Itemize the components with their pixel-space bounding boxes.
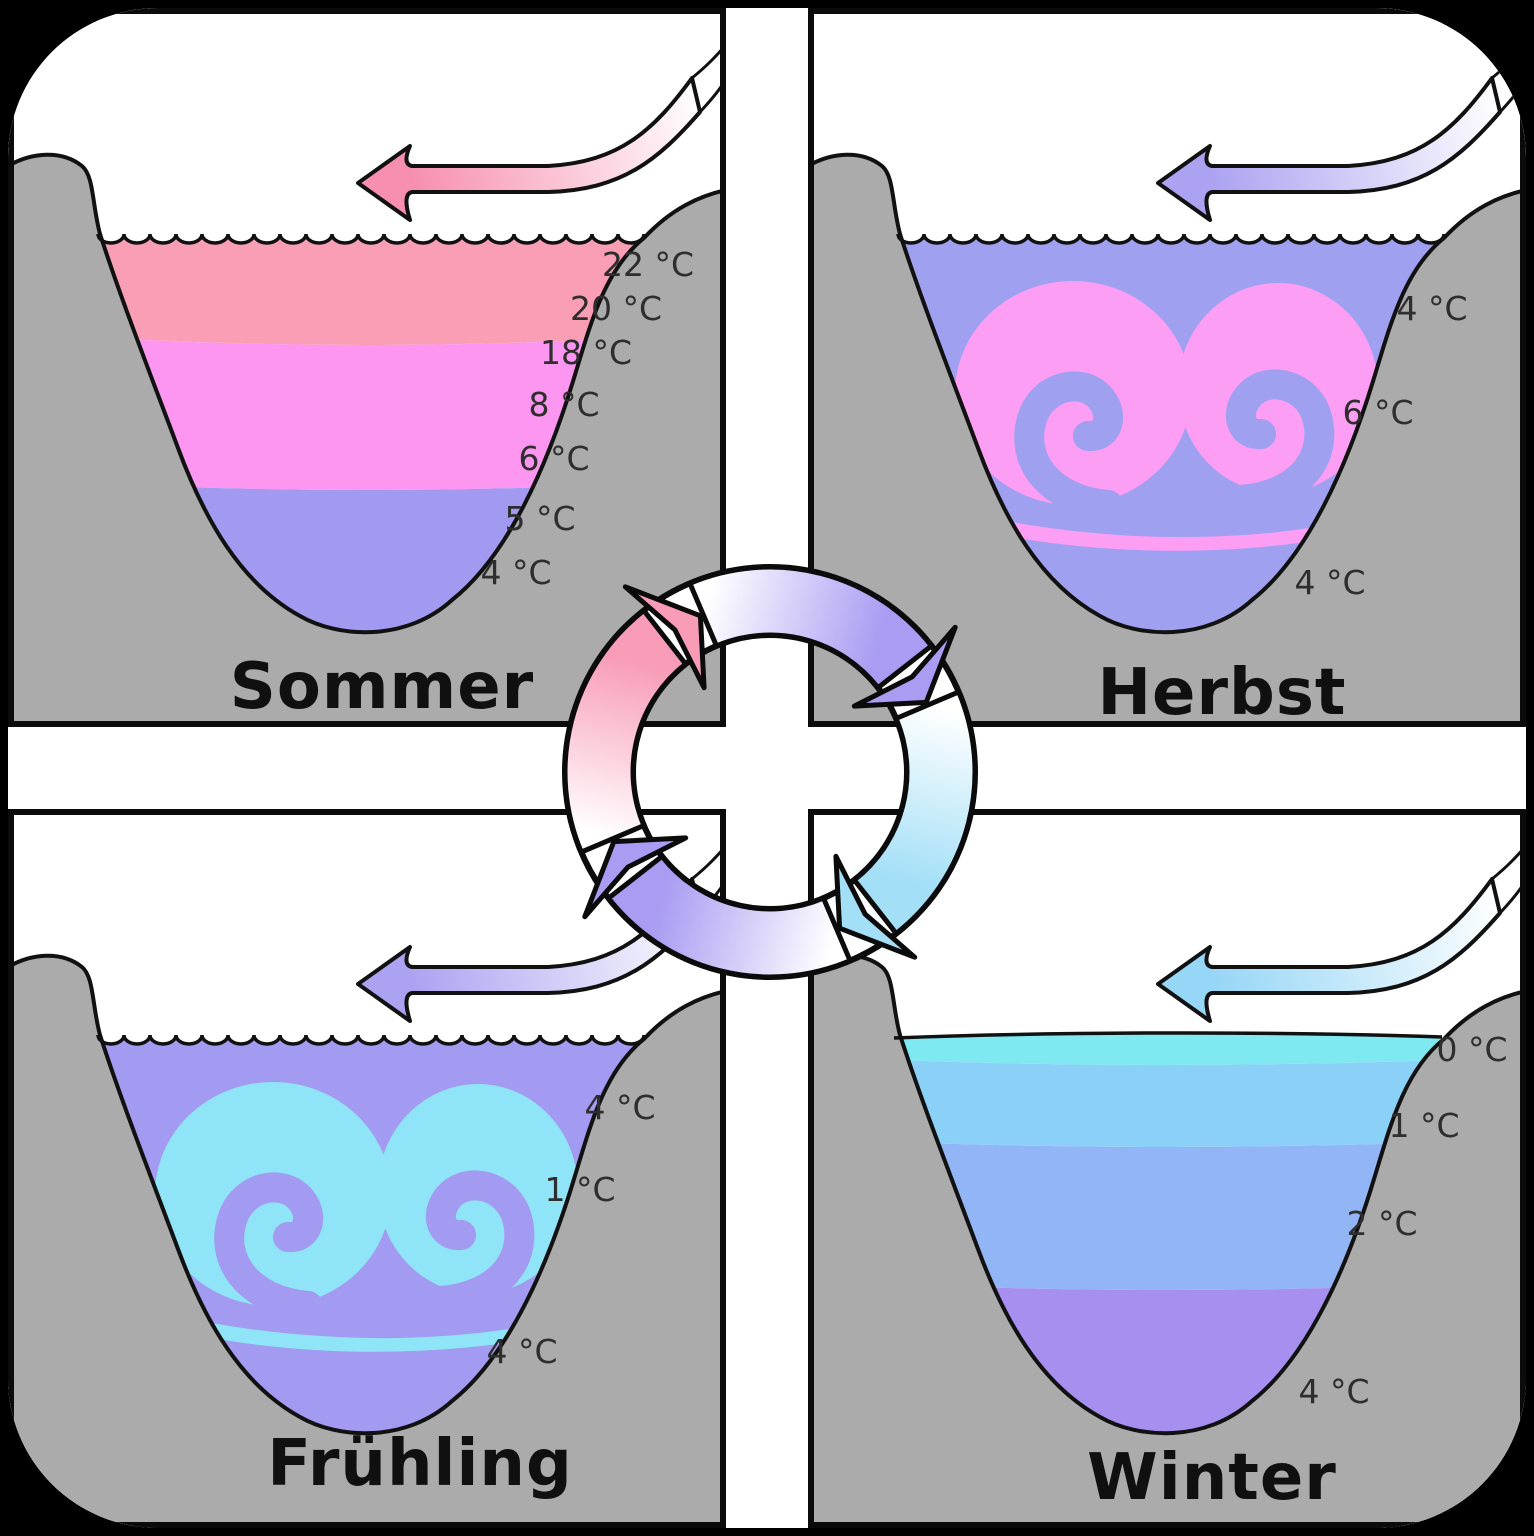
panel-border: [808, 8, 1526, 727]
panel-border: [808, 809, 1526, 1528]
season-title: Frühling: [267, 1427, 573, 1501]
ice-surface: [893, 1031, 1443, 1040]
season-title: Winter: [1087, 1441, 1337, 1515]
temp-label: 1 °C: [544, 1170, 615, 1209]
temp-label: 20 °C: [570, 289, 662, 328]
temp-label: 18 °C: [540, 333, 632, 372]
temp-label: 4 °C: [1396, 289, 1467, 328]
water-surface: [96, 1034, 646, 1046]
temp-label: 22 °C: [602, 245, 694, 284]
land: [8, 953, 726, 1528]
layer-cold-upper: [894, 1059, 1442, 1147]
swirl-curl-right: [1225, 369, 1335, 515]
panel-border: [8, 809, 726, 1528]
swirl-bottom-band: [156, 1305, 614, 1352]
wind-arrow: [356, 76, 702, 222]
quadrant-fruehling: 4 °C 1 °C 4 °C Frühling: [8, 809, 726, 1528]
temp-label: 2 °C: [1346, 1204, 1417, 1243]
land: [808, 953, 1526, 1528]
herbst-panel: 4 °C 6 °C 4 °C Herbst: [808, 8, 1526, 727]
layer-ice-water: [894, 1032, 1442, 1065]
swirl-curl-right: [425, 1170, 535, 1316]
panel-border: [8, 8, 726, 727]
swirl-curl-left: [214, 1172, 324, 1321]
season-title: Sommer: [230, 650, 534, 724]
swirl-curl-left: [1014, 371, 1124, 520]
winter-panel: 0 °C 1 °C 2 °C 4 °C Winter: [808, 809, 1526, 1528]
temp-label: 4 °C: [1294, 563, 1365, 602]
temp-label: 0 °C: [1436, 1030, 1507, 1069]
sommer-panel: 22 °C 20 °C 18 °C 8 °C 6 °C 5 °C 4 °C So…: [8, 8, 726, 727]
temp-label: 8 °C: [528, 385, 599, 424]
land: [8, 152, 726, 727]
water-surface: [96, 233, 646, 245]
layer-metalimnion: [98, 336, 644, 490]
land: [808, 152, 1526, 727]
diagram-frame: 22 °C 20 °C 18 °C 8 °C 6 °C 5 °C 4 °C So…: [8, 8, 1526, 1528]
temp-label: 5 °C: [504, 499, 575, 538]
layer-epilimnion: [98, 234, 644, 345]
water-surface: [896, 233, 1446, 245]
temp-label: 4 °C: [480, 553, 551, 592]
temp-label: 1 °C: [1388, 1106, 1459, 1145]
temp-label: 4 °C: [584, 1088, 655, 1127]
season-title: Herbst: [1097, 656, 1346, 727]
swirl-bottom-band: [956, 504, 1414, 551]
temp-label: 6 °C: [518, 439, 589, 478]
layer-cold-middle: [894, 1141, 1442, 1290]
fruehling-panel: 4 °C 1 °C 4 °C Frühling: [8, 809, 726, 1528]
temp-label: 4 °C: [1298, 1372, 1369, 1411]
temp-label: 4 °C: [486, 1332, 557, 1371]
temp-label: 6 °C: [1342, 393, 1413, 432]
quadrant-sommer: 22 °C 20 °C 18 °C 8 °C 6 °C 5 °C 4 °C So…: [8, 8, 726, 727]
quadrant-winter: 0 °C 1 °C 2 °C 4 °C Winter: [808, 809, 1526, 1528]
quadrant-herbst: 4 °C 6 °C 4 °C Herbst: [808, 8, 1526, 727]
wind-arrow: [1156, 877, 1502, 1023]
wind-arrow: [1156, 76, 1502, 222]
